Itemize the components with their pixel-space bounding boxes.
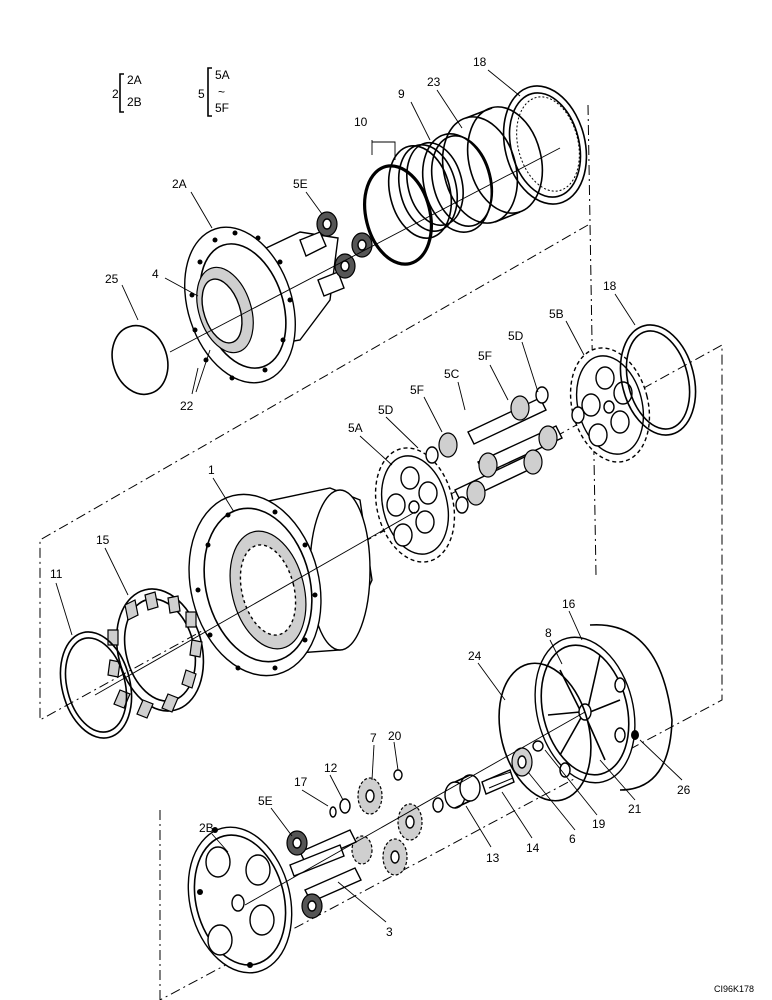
callout-5e-top: 5E — [293, 177, 308, 191]
bearing-18-top — [502, 85, 588, 205]
bearing-18-mid — [619, 324, 697, 436]
legend: 2 2A 2B 5 5A ~ 5F — [112, 67, 230, 117]
callout-14: 14 — [526, 841, 540, 855]
callout-17: 17 — [294, 775, 308, 789]
legend-bracket-2 — [119, 73, 124, 113]
callout-24: 24 — [468, 649, 482, 663]
legend-5f: 5F — [215, 101, 229, 115]
housing-1 — [188, 487, 373, 677]
planet-carrier-assembly — [374, 324, 697, 563]
callout-25: 25 — [105, 272, 119, 286]
callout-1: 1 — [208, 463, 215, 477]
callout-5c: 5C — [444, 367, 460, 381]
callout-6: 6 — [569, 832, 576, 846]
bearing-5e-top — [316, 211, 373, 279]
carrier-2b — [187, 826, 293, 974]
callout-5e-bottom: 5E — [258, 794, 273, 808]
callout-12: 12 — [324, 761, 338, 775]
legend-parent-2: 2 — [112, 87, 119, 101]
ring-11 — [59, 631, 133, 739]
callout-5b: 5B — [549, 307, 564, 321]
seal-10 — [363, 164, 433, 266]
callout-2b: 2B — [199, 821, 214, 835]
callout-10: 10 — [354, 115, 368, 129]
ring-24 — [498, 662, 592, 802]
frame-top-right — [587, 104, 597, 576]
planet-gears-7 — [351, 777, 423, 876]
shaft-14 — [481, 769, 515, 795]
bearing-5e-bottom — [286, 830, 323, 919]
callout-21: 21 — [628, 802, 642, 816]
figure-code: CI96K178 — [714, 984, 754, 994]
callout-5a: 5A — [348, 421, 363, 435]
ring-25 — [111, 324, 169, 396]
gear-5b — [569, 347, 651, 463]
callout-11: 11 — [50, 567, 63, 581]
washer-near-13 — [432, 797, 444, 813]
callout-7: 7 — [370, 731, 377, 745]
callout-labels: 2A 5E 10 9 23 18 4 25 22 5B 18 5D 5F 5C … — [50, 55, 691, 939]
callout-8: 8 — [545, 626, 552, 640]
legend-2a: 2A — [127, 73, 142, 87]
legend-5a: 5A — [215, 68, 230, 82]
washer-20 — [393, 769, 403, 781]
callout-26: 26 — [677, 783, 691, 797]
callout-16: 16 — [562, 597, 576, 611]
callout-4: 4 — [152, 267, 159, 281]
callout-9: 9 — [398, 87, 405, 101]
gear-5a — [374, 447, 456, 563]
legend-parent-5: 5 — [198, 87, 205, 101]
assembly-boundaries — [39, 104, 723, 1000]
hub-2a — [184, 226, 345, 384]
callout-5d-b: 5D — [378, 403, 394, 417]
pin-17 — [329, 806, 337, 818]
ring-16 — [589, 624, 673, 791]
callout-3: 3 — [386, 925, 393, 939]
leader-lines — [55, 69, 683, 923]
upper-assembly — [111, 85, 588, 396]
legend-tilde: ~ — [218, 85, 225, 99]
callout-13: 13 — [486, 851, 500, 865]
callout-5f-a: 5F — [410, 383, 424, 397]
washer-12 — [339, 798, 351, 814]
callout-19: 19 — [592, 817, 606, 831]
legend-bracket-5 — [207, 67, 212, 117]
sun-gear-6 — [511, 740, 544, 777]
callout-22: 22 — [180, 399, 194, 413]
callout-5d-a: 5D — [508, 329, 524, 343]
washers-5d — [425, 386, 585, 514]
callout-15: 15 — [96, 533, 110, 547]
pin-26 — [631, 730, 639, 740]
frame-middle — [39, 224, 723, 1000]
callout-23: 23 — [427, 75, 441, 89]
callout-18-top: 18 — [473, 55, 487, 69]
callout-2a: 2A — [172, 177, 187, 191]
callout-20: 20 — [388, 729, 402, 743]
legend-2b: 2B — [127, 95, 142, 109]
ring-23 — [441, 106, 544, 224]
ring-9 — [421, 133, 493, 233]
callout-5f-b: 5F — [478, 349, 492, 363]
collar-13 — [444, 774, 481, 809]
callout-18-mid: 18 — [603, 279, 617, 293]
needles-5f — [438, 395, 558, 506]
